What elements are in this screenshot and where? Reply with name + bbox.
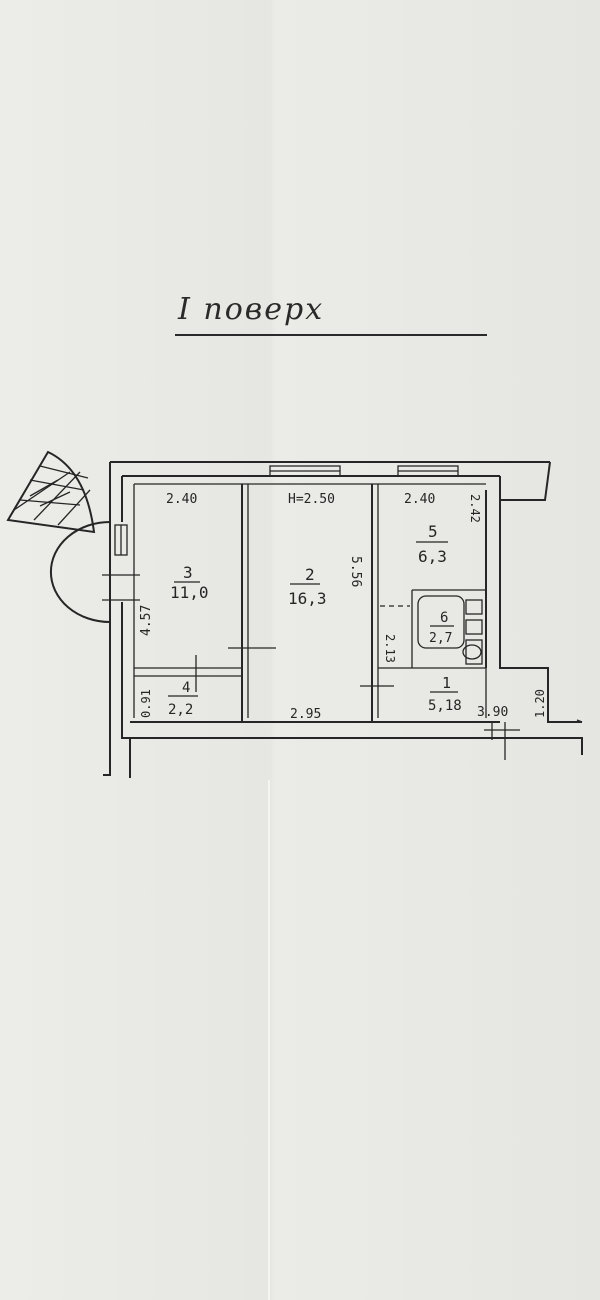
room-1-number: 1: [442, 674, 451, 692]
dim-corridor-length: 3.90: [477, 705, 508, 720]
room-5-area: 6,3: [418, 547, 447, 566]
room-6-area: 2,7: [429, 631, 452, 646]
room-6-number: 6: [440, 610, 448, 626]
dim-room5-width: 2.40: [404, 492, 435, 507]
dim-room2-length: 5.56: [348, 556, 363, 587]
room-5-number: 5: [428, 522, 438, 541]
dim-corridor-end: 1.20: [533, 689, 547, 718]
balcony-and-stairs: [6, 450, 111, 623]
bathroom-fixtures: [417, 595, 483, 665]
dim-bath-length: 2.13: [383, 634, 397, 663]
dim-room2-width: 2.95: [290, 707, 321, 722]
room-labels: 3 11,0 2 16,3 5 6,3 6 2,7 1 5,18 4 2,2: [168, 522, 462, 718]
dim-room5-depth: 2.42: [468, 494, 482, 523]
door-marks: [102, 574, 520, 760]
room-2-area: 16,3: [288, 589, 327, 608]
room-1-area: 5,18: [428, 698, 462, 714]
dim-room3-width: 2.40: [166, 492, 197, 507]
dim-room2-height: H=2.50: [288, 492, 335, 507]
floor-plan-title: I поверх: [178, 292, 325, 327]
room-3-number: 3: [183, 563, 193, 582]
room-3-area: 11,0: [170, 583, 209, 602]
title-underline: [175, 334, 487, 336]
dim-room4-depth: 0.91: [139, 689, 153, 718]
room-4-number: 4: [182, 680, 190, 696]
room-2-number: 2: [305, 565, 315, 584]
dimension-labels: 2.40 H=2.50 2.40 2.95 3.90 4.57 5.56 2.4…: [139, 492, 547, 722]
room-4-area: 2,2: [168, 702, 193, 718]
dim-room3-length: 4.57: [139, 605, 154, 636]
interior-walls: [133, 483, 487, 722]
paper-fold-line: [268, 780, 270, 1300]
windows: [114, 465, 459, 556]
